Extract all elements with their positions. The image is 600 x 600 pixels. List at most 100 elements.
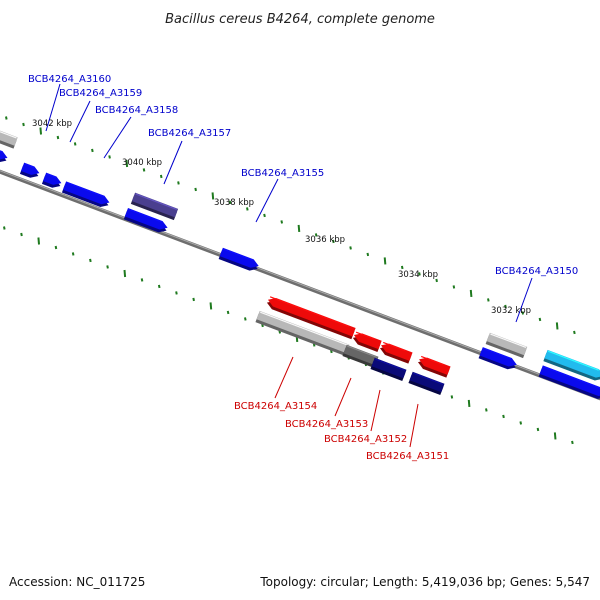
outer-tick	[555, 322, 559, 330]
scale-label-3032: 3032 kbp	[491, 306, 531, 316]
outer-tick	[314, 233, 318, 237]
gene-a3153-gray-body	[343, 344, 379, 366]
scale-label-3036: 3036 kbp	[305, 235, 345, 245]
gene-a3151-navy-highlight	[413, 372, 444, 385]
gene-a3153-highlight	[355, 331, 375, 340]
gene-pseudo-right[interactable]	[485, 332, 528, 359]
outer-tick	[400, 265, 404, 270]
gene-a3154[interactable]	[265, 296, 356, 340]
gene-a3150b[interactable]	[538, 365, 600, 401]
outer-tick	[487, 298, 490, 302]
leader-a3160	[45, 83, 61, 132]
gene-a3154-pseudo[interactable]	[255, 310, 350, 356]
outer-tick	[228, 200, 232, 205]
outer-tick	[573, 330, 576, 335]
genome-info-text: Topology: circular; Length: 5,419,036 bp…	[259, 575, 590, 589]
gene-a3151-navy[interactable]	[408, 371, 445, 396]
gene-a3152-navy-body	[371, 357, 407, 379]
outer-tick	[349, 246, 352, 250]
gene-label-a3159[interactable]: BCB4264_A3159	[59, 88, 142, 99]
outer-tick	[332, 239, 335, 244]
outer-tick	[177, 181, 180, 185]
gene-label-a3157[interactable]: BCB4264_A3157	[148, 128, 231, 139]
outer-tick	[125, 159, 129, 168]
inner-tick	[192, 297, 195, 302]
outer-tick	[280, 220, 284, 224]
gene-label-a3160[interactable]: BCB4264_A3160	[28, 74, 111, 85]
outer-tick	[91, 148, 94, 153]
inner-tick	[20, 232, 23, 237]
map-title: Bacillus cereus B4264, complete genome	[165, 12, 435, 27]
gene-a3150b-body	[539, 365, 600, 397]
gene-a3152-highlight	[382, 341, 406, 352]
gene-a3160-highlight	[0, 148, 3, 153]
leader-a3157	[163, 140, 183, 185]
gene-label-a3158[interactable]: BCB4264_A3158	[95, 105, 178, 116]
inner-tick	[450, 395, 454, 399]
gene-a3150[interactable]	[478, 347, 519, 372]
gene-label-a3154[interactable]: BCB4264_A3154	[234, 401, 317, 412]
gene-a3151[interactable]	[416, 355, 451, 378]
gene-a3152-body	[381, 343, 413, 361]
outer-tick	[39, 127, 43, 135]
gene-a3157b[interactable]	[123, 208, 169, 235]
inner-tick	[485, 408, 488, 412]
inner-tick	[89, 258, 92, 263]
gene-a3160[interactable]	[0, 147, 9, 165]
gene-a3158[interactable]	[61, 181, 111, 209]
gene-a3152[interactable]	[378, 341, 413, 364]
outer-tick	[418, 272, 421, 276]
gene-a3153[interactable]	[351, 331, 382, 352]
gene-label-a3151[interactable]: BCB4264_A3151	[366, 451, 449, 462]
inner-tick	[209, 302, 213, 310]
gene-a3159b-body	[42, 172, 62, 185]
gene-a3153-body	[353, 333, 382, 350]
inner-tick	[553, 432, 557, 440]
scale-label-3038: 3038 kbp	[214, 198, 254, 208]
inner-tick	[502, 414, 505, 419]
gene-a3157[interactable]	[130, 192, 179, 221]
inner-tick	[140, 278, 144, 282]
inner-tick	[3, 226, 6, 230]
gene-label-a3153[interactable]: BCB4264_A3153	[285, 419, 368, 430]
gene-a3157b-highlight	[128, 208, 163, 223]
gene-a3154-pseudo-highlight	[260, 311, 349, 346]
inner-tick	[157, 284, 161, 289]
gene-label-a3155[interactable]: BCB4264_A3155	[241, 168, 324, 179]
inner-tick	[571, 440, 574, 445]
outer-tick	[246, 207, 249, 211]
gene-a3157-body	[131, 192, 179, 218]
outer-tick	[56, 135, 60, 140]
gene-a3153-gray[interactable]	[342, 344, 379, 369]
inner-tick	[536, 427, 540, 432]
outer-tick	[108, 155, 111, 159]
leader-a3154	[274, 356, 294, 399]
gene-a3155[interactable]	[218, 247, 261, 273]
gene-pseudo-left[interactable]	[0, 128, 18, 149]
outer-tick	[22, 122, 25, 127]
inner-tick	[71, 252, 75, 256]
gene-cyan[interactable]	[543, 349, 600, 383]
gene-a3160-depth	[0, 150, 7, 163]
gene-a3150-body	[479, 347, 517, 367]
gene-features	[0, 128, 600, 401]
outer-tick	[504, 304, 507, 309]
gene-label-a3152[interactable]: BCB4264_A3152	[324, 434, 407, 445]
gene-pseudo-right-body	[486, 332, 528, 356]
gene-a3159[interactable]	[19, 162, 41, 181]
gene-a3152-navy[interactable]	[370, 357, 407, 382]
inner-tick	[226, 310, 230, 315]
gene-label-a3150[interactable]: BCB4264_A3150	[495, 266, 578, 277]
gene-a3159b[interactable]	[41, 172, 63, 191]
leader-a3150	[515, 277, 533, 323]
leader-a3155	[255, 178, 279, 223]
label-leaders	[45, 83, 533, 448]
leader-a3151	[409, 403, 419, 448]
gene-cyan-body	[544, 349, 600, 378]
outer-tick-track	[5, 116, 576, 335]
outer-tick	[366, 252, 370, 257]
gene-a3153-gray-highlight	[347, 345, 378, 358]
outer-tick	[435, 278, 438, 283]
outer-tick	[211, 192, 215, 200]
